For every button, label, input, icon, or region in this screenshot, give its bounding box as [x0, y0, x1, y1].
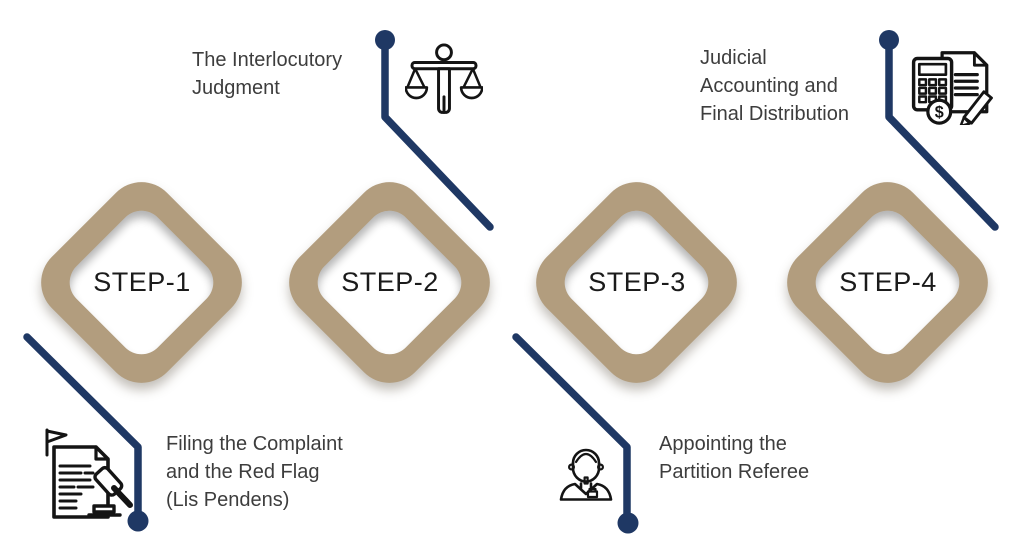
step-4-label: STEP-4 [839, 267, 937, 297]
caption-line: Judgment [192, 77, 280, 99]
step-2-caption: The Interlocutory Judgment [192, 46, 342, 102]
caption-line: and the Red Flag [166, 461, 320, 483]
caption-line: Judicial [700, 47, 767, 69]
partition-referee-icon [555, 440, 617, 502]
step-2-label: STEP-2 [341, 267, 439, 297]
caption-line: The Interlocutory [192, 49, 343, 71]
step-3-caption: Appointing the Partition Referee [659, 430, 809, 486]
flag-document-gavel-icon [37, 425, 137, 521]
step-3-label: STEP-3 [588, 267, 686, 297]
caption-line: Partition Referee [659, 461, 810, 483]
justice-scales-icon [405, 43, 483, 121]
accounting-calculator-icon: $ [906, 49, 1001, 125]
svg-text:$: $ [935, 103, 944, 121]
step-1-label: STEP-1 [93, 267, 191, 297]
caption-line: (Lis Pendens) [166, 489, 290, 511]
caption-line: Accounting and [700, 75, 838, 97]
step-1-caption: Filing the Complaint and the Red Flag (L… [166, 430, 343, 514]
caption-line: Appointing the [659, 433, 787, 455]
caption-line: Final Distribution [700, 103, 849, 125]
caption-line: Filing the Complaint [166, 433, 343, 455]
step-4-caption: Judicial Accounting and Final Distributi… [700, 44, 849, 128]
